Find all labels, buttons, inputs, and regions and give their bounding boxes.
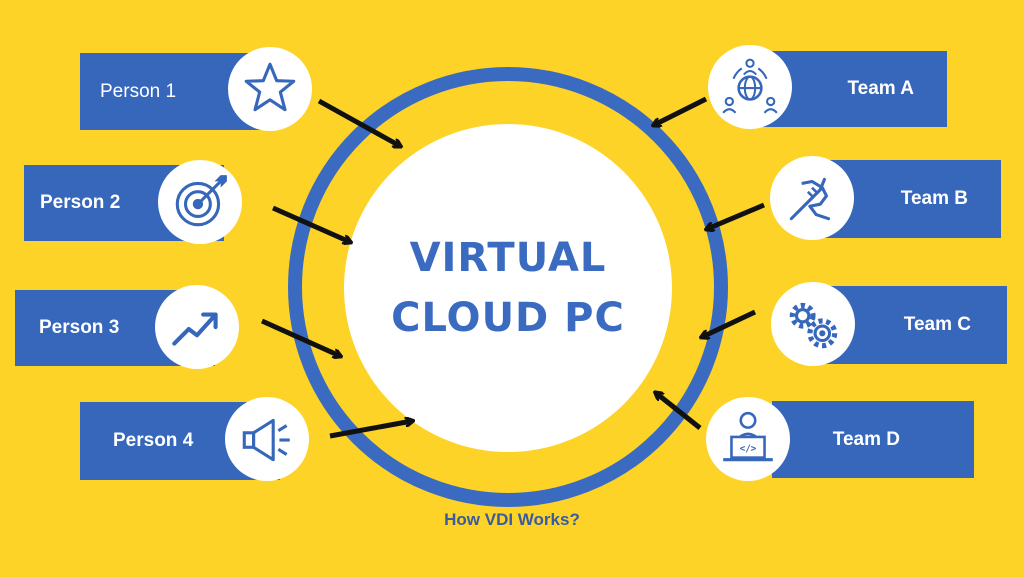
person-4-label: Person 4 [113,430,194,451]
person-1-label: Person 1 [100,80,177,102]
svg-text:</>: </> [740,443,757,454]
arrow-person-2 [271,205,350,242]
team-c-label: Team C [903,314,971,335]
arrow-person-3 [260,318,340,356]
center-title-line-2: CLOUD PC [391,295,625,341]
global-team-icon [722,58,778,114]
team-d-box: Team D [772,401,974,478]
team-a-icon-circle [708,45,792,129]
person-1-icon-circle [228,47,312,131]
arrow-person-1 [317,98,400,146]
megaphone-icon [242,418,290,462]
developer-icon: </> [723,411,773,462]
arrow-person-4 [329,421,412,439]
team-a-label: Team A [847,78,914,99]
target-icon [175,175,227,227]
team-d-icon-circle: </> [706,397,790,481]
gears-icon [789,302,838,349]
arrow-team-d [656,393,702,430]
team-c-icon-circle [771,282,855,366]
arrow-team-a [654,96,708,125]
arrow-team-c [702,309,757,337]
trend-up-icon [172,312,218,346]
person-3-icon-circle [155,285,239,369]
center-title-line-1: VIRTUAL [409,235,607,281]
team-d-label: Team D [832,428,900,450]
team-b-icon-circle [770,156,854,240]
person-2-label: Person 2 [40,192,121,213]
star-icon [244,62,296,112]
person-3-label: Person 3 [39,317,120,338]
person-4-icon-circle [225,397,309,481]
arrow-team-b [707,202,765,229]
person-2-icon-circle [158,160,242,244]
diagram-caption: How VDI Works? [444,510,580,529]
handshake-icon [789,177,831,221]
center-circle: VIRTUAL CLOUD PC [344,124,672,452]
team-b-label: Team B [900,188,968,209]
